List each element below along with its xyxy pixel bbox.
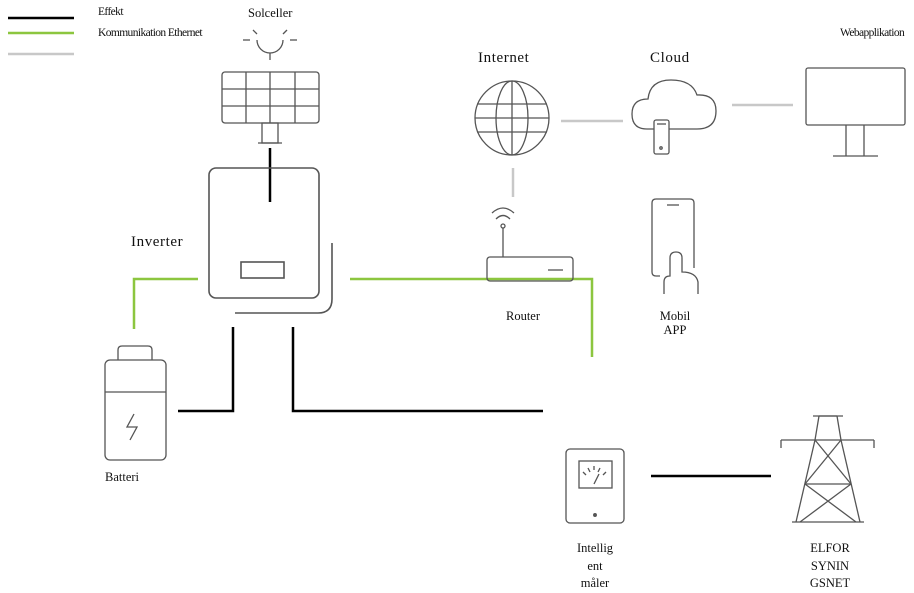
ethernet-inverter-router-meter: [350, 277, 594, 357]
mobile-phone-icon: [651, 198, 699, 294]
label-internet: Internet: [478, 50, 530, 66]
link-connections: [511, 103, 793, 197]
label-mobile: Mobil APP: [655, 309, 695, 338]
label-cloud: Cloud: [650, 50, 690, 66]
legend-label-ethernet: Kommunikation Ethernet: [98, 27, 203, 39]
power-inverter-meter: [291, 327, 543, 413]
label-webapp: Webapplikation: [840, 27, 905, 39]
power-inverter-battery: [178, 327, 235, 413]
inverter-icon: [208, 167, 333, 314]
label-meter: Intellig ent måler: [565, 540, 625, 593]
globe-icon: [474, 80, 550, 156]
label-battery: Batteri: [105, 470, 140, 484]
ethernet-connections: [132, 277, 594, 357]
monitor-icon: [805, 67, 906, 157]
smart-meter-icon: [565, 448, 625, 524]
power-pylon-icon: [780, 415, 875, 523]
power-connections: [178, 148, 771, 478]
legend-label-power: Effekt: [98, 6, 124, 18]
label-grid-line2: SYNIN: [810, 558, 850, 573]
label-mobile-line1: Mobil: [659, 309, 691, 323]
label-meter-line3: måler: [580, 576, 610, 590]
label-grid-line1: ELFOR: [810, 541, 850, 555]
label-inverter: Inverter: [131, 234, 184, 250]
label-grid: ELFOR SYNIN GSNET: [800, 540, 860, 593]
legend-swatches: [8, 16, 74, 56]
cloud-icon: [631, 79, 717, 155]
label-solar: Solceller: [248, 6, 293, 20]
router-icon: [486, 207, 574, 282]
label-router: Router: [506, 309, 541, 323]
label-meter-line1: Intellig: [576, 541, 614, 555]
ethernet-inverter-battery: [132, 277, 198, 329]
label-meter-line2: ent: [587, 558, 603, 573]
battery-icon: [104, 345, 167, 461]
label-grid-line3: GSNET: [809, 576, 851, 590]
label-mobile-line2: APP: [663, 323, 687, 338]
solar-panel-icon: [221, 29, 320, 144]
